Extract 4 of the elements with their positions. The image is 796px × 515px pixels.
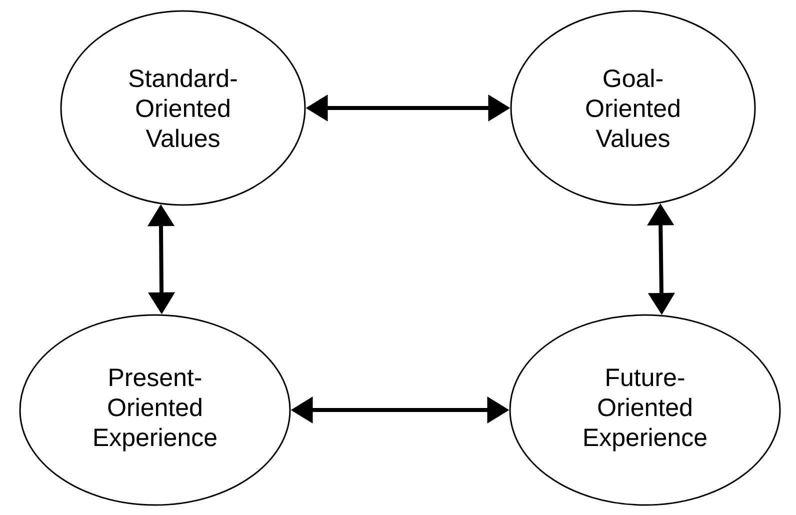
ellipse-node: Standard-Oriented Values [60, 10, 306, 206]
ellipse-node: Present-Oriented Experience [19, 314, 291, 506]
ellipse-node: Future-Oriented Experience [509, 314, 781, 506]
ellipse-node: Goal-Oriented Values [510, 10, 756, 206]
